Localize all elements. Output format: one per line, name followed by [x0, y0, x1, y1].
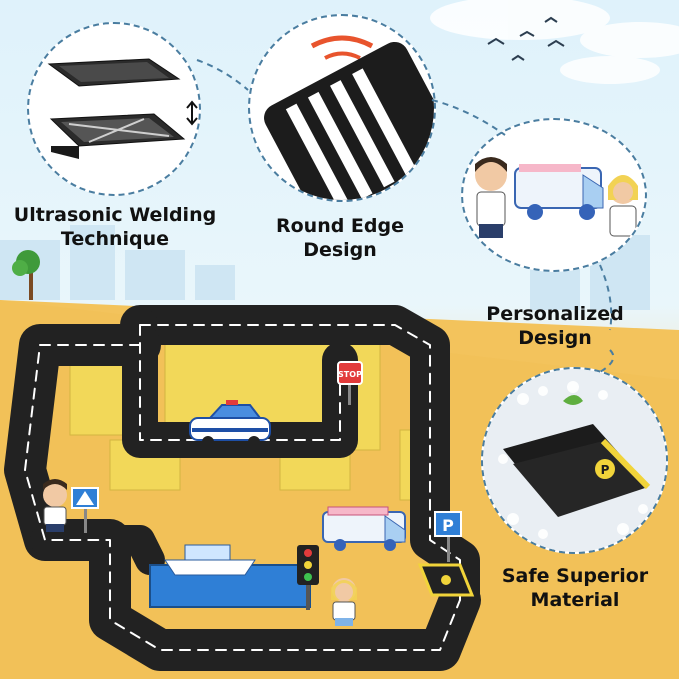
boat-icon [164, 544, 256, 576]
material-tiles-icon: P [483, 369, 666, 552]
stop-sign-icon [337, 361, 363, 405]
feature-label-personalized: Personalized Design [486, 303, 624, 349]
personalized-detail-circle [461, 118, 647, 272]
traffic-light-icon [297, 545, 319, 610]
parking-sign-text: P [442, 516, 454, 535]
welding-detail-circle [27, 22, 201, 196]
material-parking-text: P [601, 463, 610, 477]
police-car-icon [189, 400, 271, 448]
crosswalk-sign-icon [71, 487, 99, 533]
welded-tiles-icon [47, 58, 198, 159]
birds-icon [487, 16, 565, 61]
figures-and-van-icon [475, 157, 638, 238]
parking-sign-icon [434, 511, 462, 562]
parking-spot [417, 563, 475, 597]
tree-icon [12, 250, 40, 300]
round-edge-tile-icon [264, 35, 434, 200]
stop-sign-text: STOP [338, 370, 362, 379]
ice-cream-van-icon [322, 506, 406, 551]
material-detail-circle: P [481, 367, 668, 554]
feature-label-round-edge: Round Edge Design [275, 215, 405, 261]
feature-label-material: Safe Superior Material [501, 565, 649, 611]
girl-figure-icon [331, 578, 357, 626]
feature-label-welding: Ultrasonic Welding Technique [13, 204, 217, 250]
round-edge-detail-circle [248, 14, 436, 202]
boy-figure-icon [43, 479, 67, 532]
clouds [430, 0, 679, 84]
